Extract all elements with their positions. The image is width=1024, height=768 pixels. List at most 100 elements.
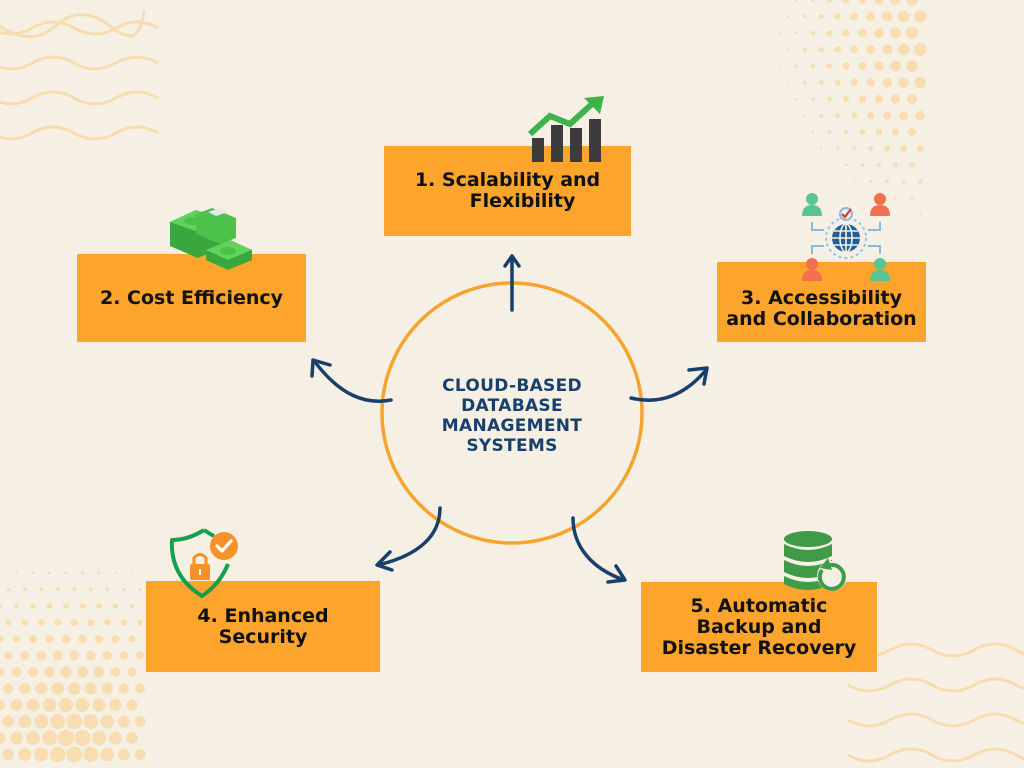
halftone-dot (826, 63, 833, 69)
halftone-dot (101, 682, 114, 695)
halftone-dot (130, 571, 134, 575)
halftone-dot (18, 747, 32, 762)
halftone-dot (14, 603, 19, 609)
halftone-dot (128, 635, 136, 643)
halftone-dot (106, 555, 108, 558)
halftone-dot (850, 12, 859, 21)
halftone-dot (919, 213, 922, 216)
halftone-dot (876, 162, 882, 168)
halftone-dot (858, 95, 867, 103)
halftone-dot (779, 0, 781, 1)
halftone-dot (114, 571, 117, 575)
halftone-dot (0, 732, 6, 744)
halftone-dot (112, 603, 119, 609)
halftone-dot (89, 555, 92, 558)
halftone-dot (67, 682, 81, 695)
halftone-dot (786, 48, 790, 51)
halftone-dot (41, 730, 58, 746)
halftone-dot (899, 111, 909, 120)
halftone-dot (69, 650, 80, 661)
halftone-dot (109, 698, 122, 712)
halftone-dot (20, 650, 30, 661)
halftone-dot (117, 715, 130, 728)
wave-pattern-top-left-lines (0, 20, 159, 141)
halftone-dot (120, 619, 127, 626)
halftone-dot (126, 732, 138, 744)
halftone-dot (22, 587, 27, 592)
wave-pattern-bottom-right-lines (847, 642, 1024, 763)
halftone-dot (836, 146, 840, 151)
halftone-dot (897, 43, 910, 56)
halftone-dot (874, 61, 884, 71)
halftone-dot (894, 196, 897, 200)
halftone-dot (46, 603, 53, 609)
halftone-dot (72, 587, 77, 592)
halftone-dot (827, 130, 832, 134)
halftone-dot (12, 635, 21, 643)
halftone-dot (10, 731, 23, 745)
halftone-dot (882, 44, 893, 55)
halftone-dot (826, 0, 833, 3)
halftone-dot (858, 28, 867, 38)
halftone-dot (129, 603, 135, 609)
halftone-dot (110, 666, 121, 678)
halftone-dot (907, 127, 917, 137)
halftone-dot (50, 746, 66, 763)
global-collaboration-icon (802, 193, 890, 281)
halftone-dot (87, 618, 95, 627)
halftone-dot (844, 163, 848, 167)
halftone-dot (6, 587, 10, 592)
wave-line (847, 747, 1024, 763)
halftone-dot (909, 162, 915, 168)
halftone-dot (834, 79, 841, 86)
halftone-dot (802, 47, 807, 52)
halftone-dot (867, 111, 875, 120)
halftone-dot (802, 14, 807, 19)
halftone-dot (794, 64, 799, 68)
wave-line (847, 642, 1024, 658)
halftone-dot (786, 15, 790, 18)
halftone-dot (803, 114, 807, 117)
halftone-dot (39, 587, 44, 592)
halftone-dot (875, 128, 883, 136)
benefit-label-line: Backup and (696, 615, 822, 638)
benefit-label-line: 5. Automatic (690, 594, 828, 617)
halftone-dot (57, 729, 75, 747)
halftone-dot (108, 731, 123, 745)
halftone-dot (118, 683, 130, 694)
benefit-card-accessibility: 3. Accessibility and Collaboration (717, 262, 926, 342)
halftone-dot (818, 80, 824, 85)
halftone-dot (778, 31, 782, 35)
benefit-label-line: 3. Accessibility (741, 287, 902, 309)
halftone-dot (794, 0, 799, 2)
halftone-dot (866, 78, 875, 87)
halftone-dot (26, 698, 40, 712)
halftone-dot (91, 730, 107, 746)
center-title-line: DATABASE (461, 396, 563, 416)
halftone-dot (906, 0, 918, 6)
halftone-dot (819, 113, 824, 118)
halftone-dot (811, 130, 815, 134)
benefit-label-line: Flexibility (469, 190, 576, 212)
halftone-dot (73, 555, 76, 558)
halftone-dot (4, 651, 13, 660)
center-title-line: SYSTEMS (466, 436, 558, 456)
halftone-dot (135, 683, 146, 694)
halftone-dot (795, 97, 798, 101)
arrow-to-security (375, 506, 442, 572)
halftone-dot (83, 714, 99, 729)
halftone-dot (35, 682, 48, 695)
halftone-dot (117, 748, 130, 761)
halftone-dot (78, 634, 87, 644)
halftone-dot (103, 619, 111, 626)
halftone-dot (3, 683, 14, 694)
halftone-dot (842, 62, 850, 70)
halftone-dot (84, 682, 97, 695)
halftone-dot (88, 587, 93, 592)
halftone-dot (137, 619, 144, 626)
halftone-dot (917, 179, 923, 184)
halftone-dot (851, 112, 858, 119)
halftone-dot (866, 44, 876, 55)
halftone-dot (852, 146, 857, 151)
